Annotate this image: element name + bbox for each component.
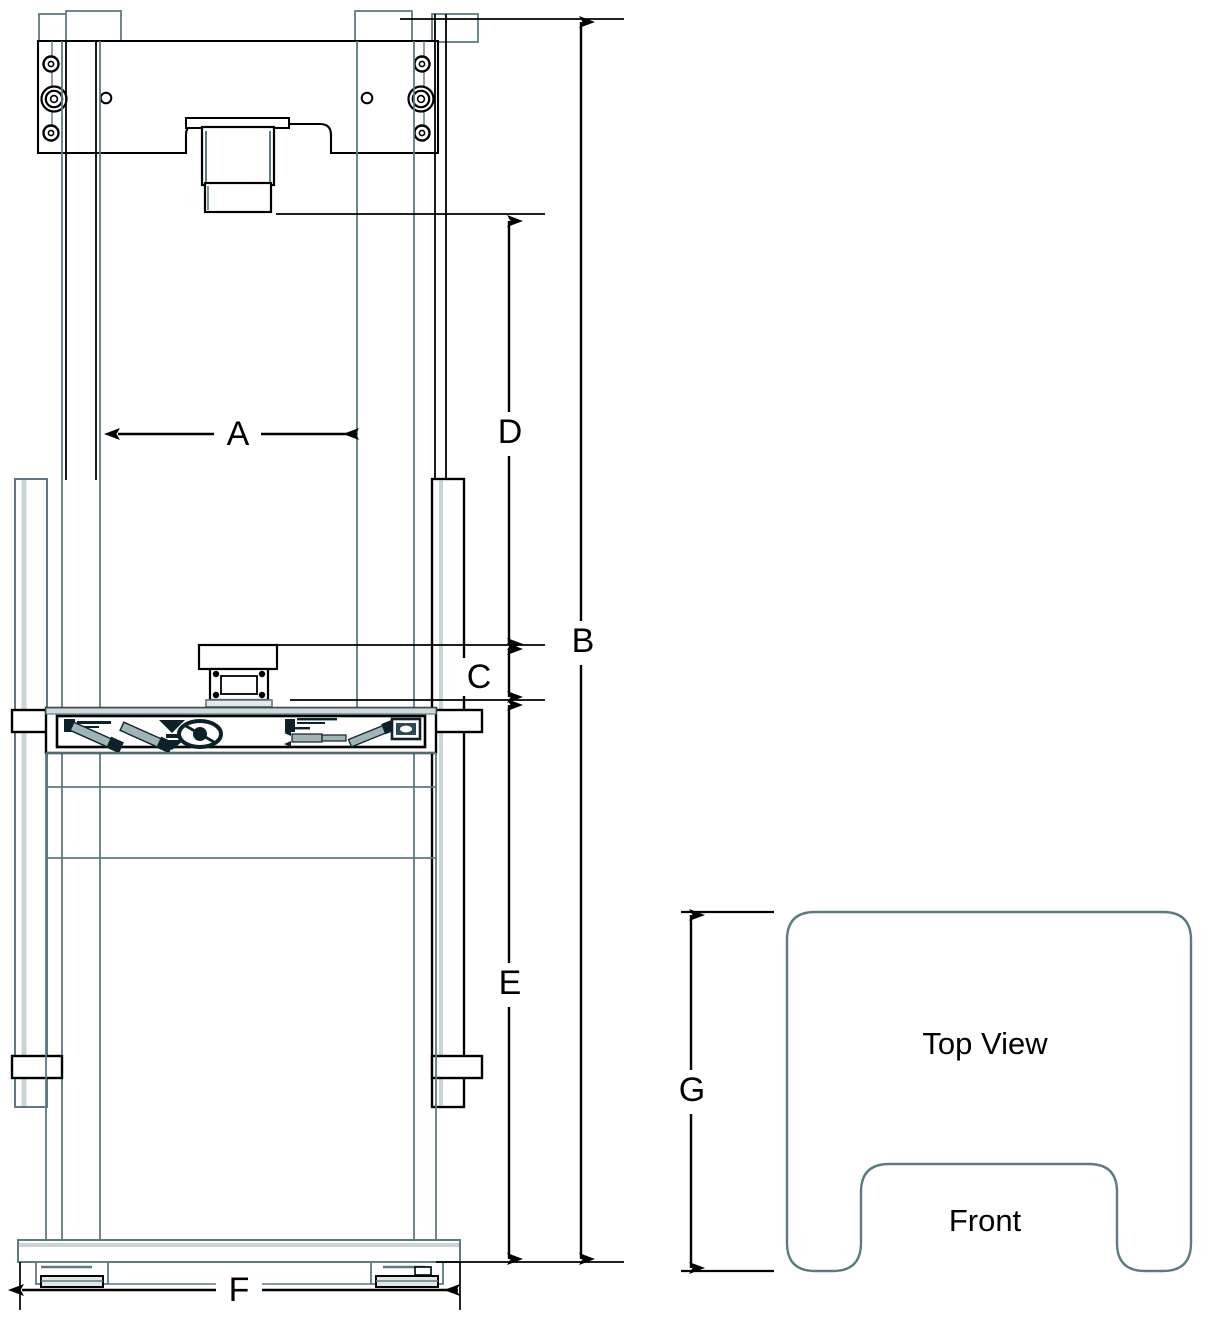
left-rail-bracket-lower	[10, 1054, 64, 1080]
right-guide-rail	[430, 477, 466, 1109]
front-view-group	[10, 10, 484, 1288]
left-guide-rail	[14, 478, 48, 1108]
dimension-label-C: D	[498, 413, 523, 451]
dimension-E: E	[488, 699, 532, 1265]
cabinet-body	[45, 752, 437, 1243]
top-view-label: Top View	[922, 1026, 1048, 1061]
table-bolt-icon	[258, 670, 266, 678]
bolster-table	[197, 643, 279, 708]
dimension-D: C	[458, 643, 523, 703]
table-bolt-icon	[258, 691, 266, 699]
dimension-label-F: F	[229, 1271, 250, 1309]
frame-uprights-dark	[65, 14, 447, 480]
ram-cylinder	[185, 117, 290, 214]
top-view-front-label: Front	[949, 1203, 1022, 1238]
table-bolt-icon	[212, 670, 220, 678]
top-view-group: Top View Front	[785, 910, 1193, 1273]
right-rail-bracket-lower	[430, 1054, 484, 1080]
dimension-G: G	[670, 909, 774, 1274]
foot-left	[35, 1261, 109, 1288]
head-plate	[36, 39, 440, 155]
extension-lines	[19, 18, 624, 1310]
right-rail-bracket-upper	[430, 708, 484, 734]
top-view-outline	[785, 910, 1193, 1273]
dimension-label-G: G	[679, 1071, 705, 1109]
head-plate-top-lugs	[38, 10, 479, 43]
base-plate	[17, 1239, 461, 1263]
dimension-label-D: C	[467, 658, 492, 696]
foot-right	[370, 1261, 444, 1288]
warning-decal-right	[284, 717, 422, 748]
hole-icon	[99, 91, 113, 105]
dimension-label-A: A	[227, 415, 250, 453]
table-bolt-icon	[212, 691, 220, 699]
dimension-label-B: B	[572, 622, 595, 660]
dimension-B: B	[561, 16, 605, 1265]
dimension-C: D	[488, 215, 532, 650]
warning-decal-left	[64, 719, 223, 754]
bolt-icon	[413, 55, 431, 73]
bolt-icon	[42, 124, 60, 142]
dimension-F: F	[8, 1270, 460, 1310]
eye-protection-icon	[177, 719, 223, 749]
control-panel[interactable]	[44, 706, 438, 755]
dimension-A: A	[104, 414, 359, 454]
boss-icon	[407, 85, 435, 113]
frame-uprights	[61, 41, 415, 1243]
bolt-icon	[413, 124, 431, 142]
hole-icon	[360, 91, 374, 105]
bolt-icon	[42, 55, 60, 73]
dimension-label-E: E	[499, 964, 522, 1002]
